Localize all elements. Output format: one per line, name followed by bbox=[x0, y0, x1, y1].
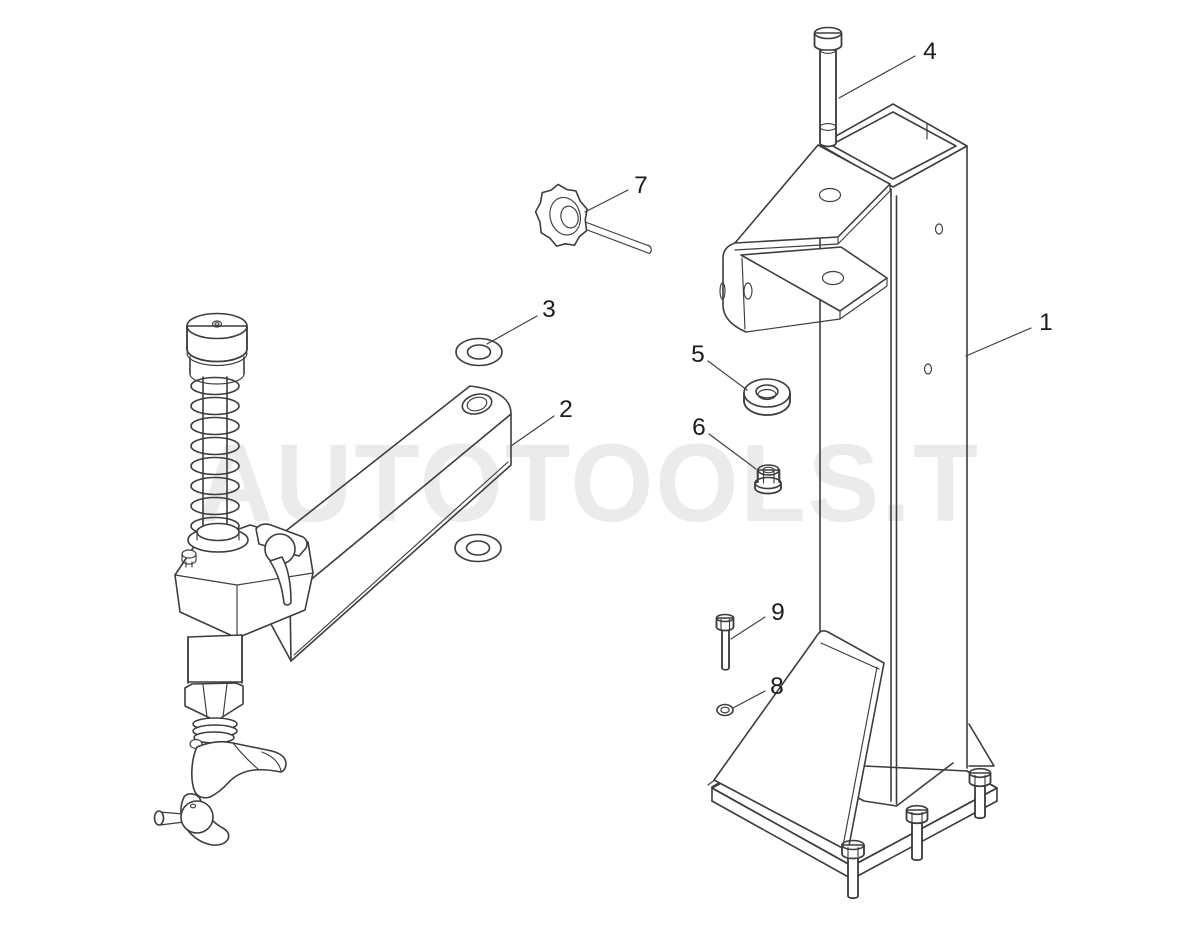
callout-7-label: 7 bbox=[634, 172, 648, 199]
head-ball-knob bbox=[180, 800, 214, 834]
locating-pin bbox=[813, 26, 843, 148]
callout-4-label: 4 bbox=[923, 38, 937, 65]
anchor-bolt-right bbox=[968, 767, 992, 819]
callout-1-leader bbox=[965, 327, 1032, 357]
lower-shaft bbox=[184, 634, 244, 750]
washer-upper bbox=[455, 337, 503, 367]
callout-6-leader bbox=[708, 433, 757, 470]
anchor-bolt-front bbox=[841, 839, 865, 899]
column-bracket bbox=[719, 144, 891, 333]
callout-1-label: 1 bbox=[1039, 309, 1053, 336]
press-shaft-and-spring bbox=[190, 376, 240, 536]
callout-8-leader bbox=[732, 690, 766, 709]
hex-bolt bbox=[715, 613, 735, 671]
callout-6-label: 6 bbox=[692, 414, 706, 441]
callout-5-label: 5 bbox=[691, 341, 705, 368]
anchor-bolt-middle bbox=[905, 804, 929, 861]
callouts-layer: 1 2 3 4 5 6 7 8 9 bbox=[486, 38, 1053, 709]
flange-nut bbox=[754, 464, 782, 495]
swing-arm bbox=[239, 385, 512, 662]
clamp-body bbox=[174, 522, 314, 639]
knob-handle bbox=[534, 183, 652, 255]
thick-washer bbox=[743, 378, 791, 416]
rear-gusset bbox=[968, 723, 995, 767]
callout-9-leader bbox=[730, 616, 766, 640]
lever-handle bbox=[269, 556, 292, 606]
callout-7-leader bbox=[584, 189, 629, 213]
callout-3-label: 3 bbox=[542, 296, 556, 323]
watermark-text: AUTOTOOLS.T bbox=[196, 422, 980, 545]
callout-4-leader bbox=[838, 55, 916, 99]
mount-demount-head bbox=[153, 740, 287, 846]
shaft-cap bbox=[186, 312, 248, 385]
small-washer bbox=[716, 703, 734, 717]
callout-5-leader bbox=[707, 360, 748, 391]
exploded-view bbox=[153, 26, 998, 899]
washer-lower bbox=[454, 533, 502, 563]
callout-9-label: 9 bbox=[771, 599, 785, 626]
callout-3-leader bbox=[486, 315, 538, 345]
front-gusset bbox=[713, 630, 885, 852]
callout-2-label: 2 bbox=[559, 396, 573, 423]
callout-2-leader bbox=[510, 415, 555, 447]
callout-8-label: 8 bbox=[770, 673, 784, 700]
